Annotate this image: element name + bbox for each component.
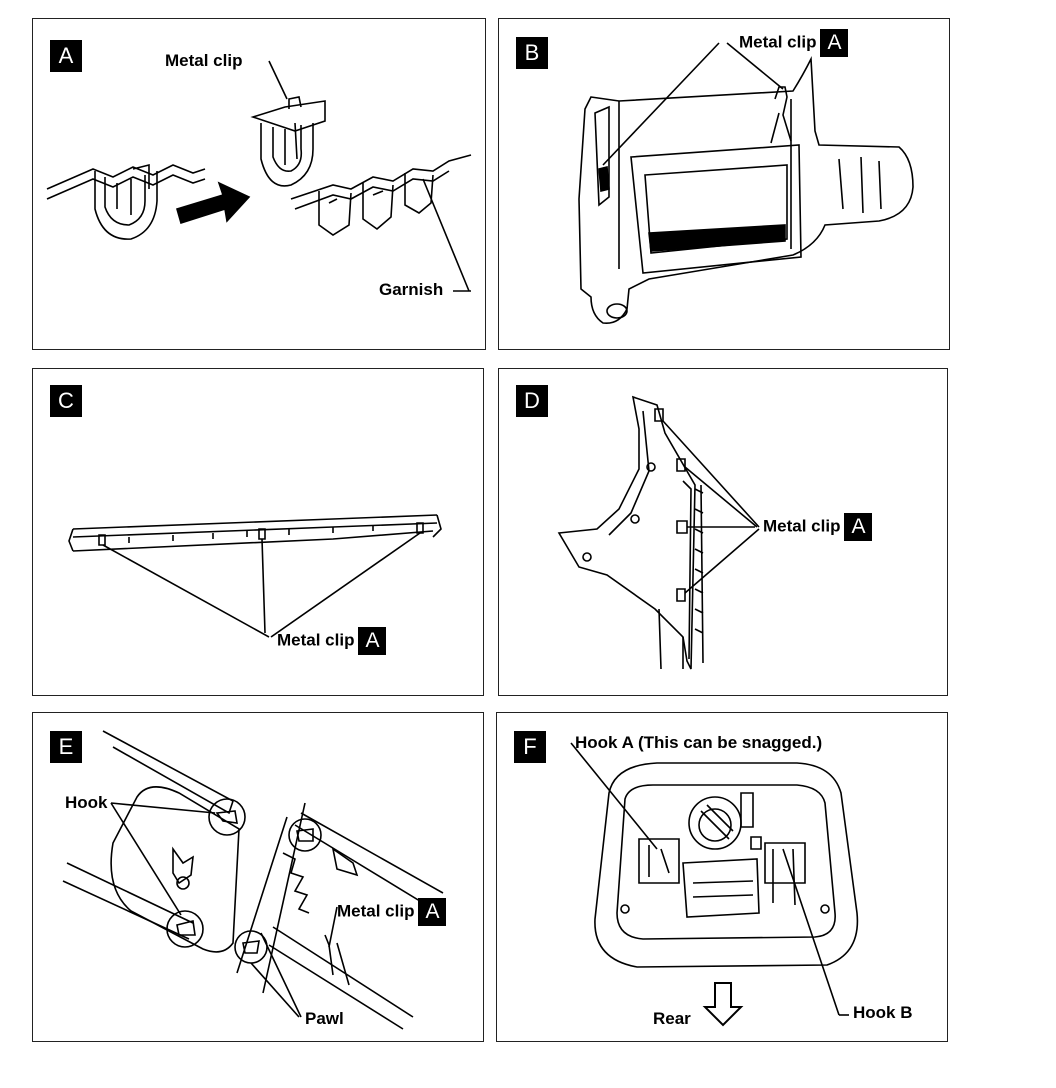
hook-a-leader	[571, 743, 657, 849]
panel-d-badge: D	[516, 385, 548, 417]
garnish	[291, 155, 471, 235]
rear-arrow-icon	[705, 983, 741, 1025]
panel-d-drawing	[499, 369, 949, 697]
panel-a-badge: A	[50, 40, 82, 72]
panel-b-badge: B	[516, 37, 548, 69]
garnish-leader	[423, 179, 469, 291]
metal-clip-leader-1	[103, 545, 269, 637]
panel-a: A M	[32, 18, 486, 350]
panel-f-rear-label: Rear	[653, 1009, 691, 1028]
panel-f: F Hook A (This can be snagged.) Hook B R…	[496, 712, 948, 1042]
metal-clip-leader-1	[603, 43, 719, 165]
metal-clip-leader	[269, 61, 287, 99]
right-garnish	[237, 803, 443, 1029]
panel-d-ref-badge: A	[844, 513, 873, 541]
long-garnish	[69, 515, 441, 551]
direction-arrow	[177, 183, 249, 223]
metal-clip-leader-2	[685, 467, 757, 527]
metal-clip-leader-3	[271, 533, 420, 637]
metal-clip-leader-2	[727, 43, 783, 89]
clip-detail-circle	[289, 819, 321, 851]
metal-clip-leader-2	[262, 539, 265, 633]
panel-c-ref-badge: A	[358, 627, 387, 655]
panel-b-ref-badge: A	[820, 29, 849, 57]
panel-e-hook-label: Hook	[65, 793, 108, 812]
hook-detail-circle-1	[209, 799, 245, 835]
panel-e-pawl-label: Pawl	[305, 1009, 344, 1028]
panel-b-drawing	[499, 19, 951, 351]
metal-clip-leader-4	[685, 529, 759, 593]
panel-d-metal-clip-text: Metal clip	[763, 516, 841, 536]
panel-c-badge: C	[50, 385, 82, 417]
pawl-leader-2	[261, 933, 301, 1017]
panel-a-garnish-label: Garnish	[379, 280, 444, 299]
panel-c-metal-clip-text: Metal clip	[277, 630, 355, 650]
metal-clip-leader	[329, 907, 337, 947]
panel-f-drawing	[497, 713, 949, 1043]
left-garnish	[63, 731, 239, 952]
metal-clip-leader-1	[663, 421, 759, 527]
panel-a-drawing	[33, 19, 487, 351]
trim-panel	[579, 59, 913, 323]
panel-c-drawing	[33, 369, 485, 697]
installed-clip	[47, 165, 205, 239]
panel-e-badge: E	[50, 731, 82, 763]
panel-a-metal-clip-label: Metal clip	[165, 51, 243, 70]
loose-metal-clip	[253, 97, 325, 186]
hook-b-leader	[783, 849, 839, 1015]
panel-e-metal-clip-text: Metal clip	[337, 901, 415, 921]
hook-leader-1	[111, 803, 215, 813]
panel-b-metal-clip-text: Metal clip	[739, 32, 817, 52]
panel-f-hook-a-label: Hook A (This can be snagged.)	[575, 733, 823, 752]
panel-f-hook-b-label: Hook B	[853, 1003, 913, 1022]
pillar-garnish	[559, 397, 703, 669]
pawl-leader-1	[251, 963, 299, 1017]
hook-leader-2	[111, 803, 181, 915]
hook-detail-circle-2	[167, 911, 203, 947]
panel-e-drawing	[33, 713, 485, 1043]
panel-e-ref-badge: A	[418, 898, 447, 926]
panel-f-badge: F	[514, 731, 546, 763]
map-lamp-housing	[595, 763, 858, 967]
